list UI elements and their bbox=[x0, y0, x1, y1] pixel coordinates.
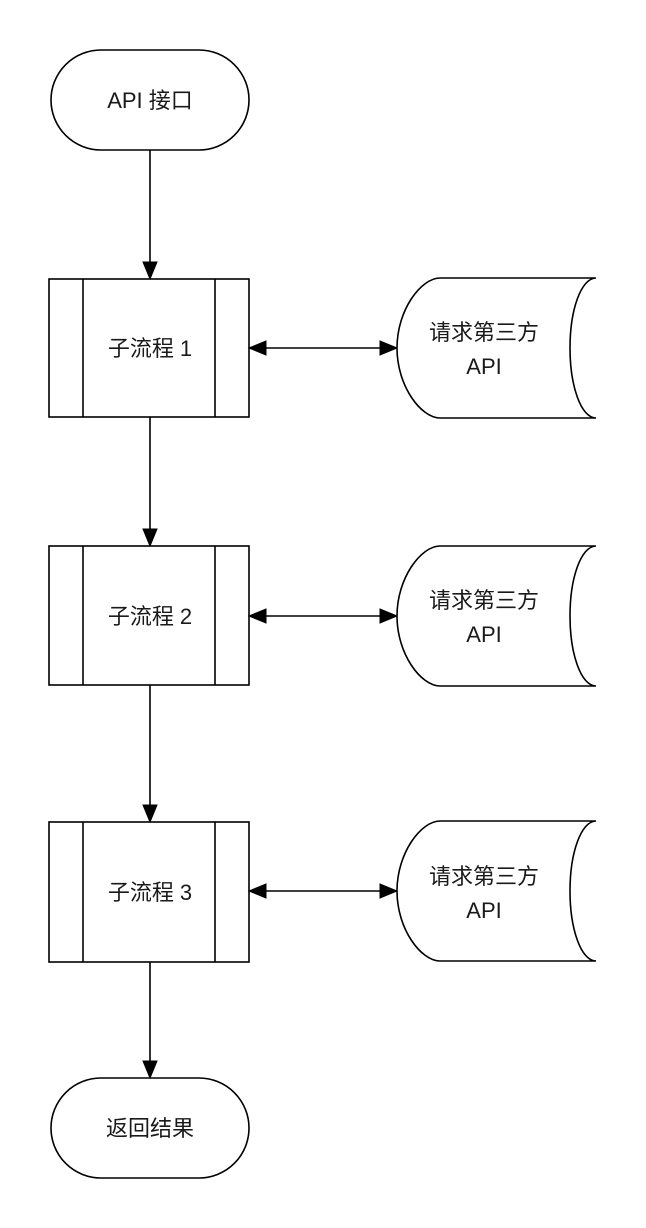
start-terminator: API 接口 bbox=[50, 49, 250, 151]
edge-step-3-api-3 bbox=[247, 883, 399, 899]
edge-step-1-to-step-2 bbox=[142, 417, 158, 548]
external-api-3-label-line-1: 请求第三方 bbox=[429, 864, 539, 889]
external-api-2-label-line-2: API bbox=[466, 622, 501, 647]
external-api-2-label-line-1: 请求第三方 bbox=[429, 588, 539, 613]
external-api-1: 请求第三方 API bbox=[396, 277, 597, 419]
subprocess-1-label: 子流程 1 bbox=[108, 336, 192, 361]
subprocess-3: 子流程 3 bbox=[48, 821, 250, 963]
external-api-3-label-line-2: API bbox=[466, 898, 501, 923]
external-api-2: 请求第三方 API bbox=[396, 545, 597, 687]
end-terminator: 返回结果 bbox=[50, 1077, 250, 1179]
arrowhead-down-icon bbox=[142, 804, 158, 824]
arrowhead-down-icon bbox=[142, 528, 158, 548]
arrowhead-down-icon bbox=[142, 261, 158, 281]
arrowhead-right-icon bbox=[379, 608, 399, 624]
arrowhead-right-icon bbox=[379, 883, 399, 899]
edge-step-1-api-1 bbox=[247, 340, 399, 356]
edge-step-2-api-2 bbox=[247, 608, 399, 624]
edge-step-3-to-end bbox=[142, 962, 158, 1080]
external-api-1-label-line-1: 请求第三方 bbox=[429, 320, 539, 345]
external-api-1-shape bbox=[396, 277, 597, 419]
external-api-3: 请求第三方 API bbox=[396, 820, 597, 962]
edge-step-2-to-step-3 bbox=[142, 685, 158, 824]
edge-start-to-step-1 bbox=[142, 150, 158, 281]
arrowhead-left-icon bbox=[247, 883, 267, 899]
external-api-1-label-line-2: API bbox=[466, 354, 501, 379]
arrowhead-right-icon bbox=[379, 340, 399, 356]
end-terminator-label: 返回结果 bbox=[106, 1116, 194, 1141]
external-api-2-shape bbox=[396, 545, 597, 687]
arrowhead-left-icon bbox=[247, 340, 267, 356]
arrowhead-left-icon bbox=[247, 608, 267, 624]
subprocess-2: 子流程 2 bbox=[48, 545, 250, 686]
subprocess-1: 子流程 1 bbox=[48, 278, 250, 418]
subprocess-3-label: 子流程 3 bbox=[108, 880, 192, 905]
end-terminator-shape bbox=[50, 1077, 250, 1179]
arrowhead-down-icon bbox=[142, 1060, 158, 1080]
subprocess-2-label: 子流程 2 bbox=[108, 604, 192, 629]
start-terminator-label: API 接口 bbox=[107, 88, 193, 113]
external-api-3-shape bbox=[396, 820, 597, 962]
